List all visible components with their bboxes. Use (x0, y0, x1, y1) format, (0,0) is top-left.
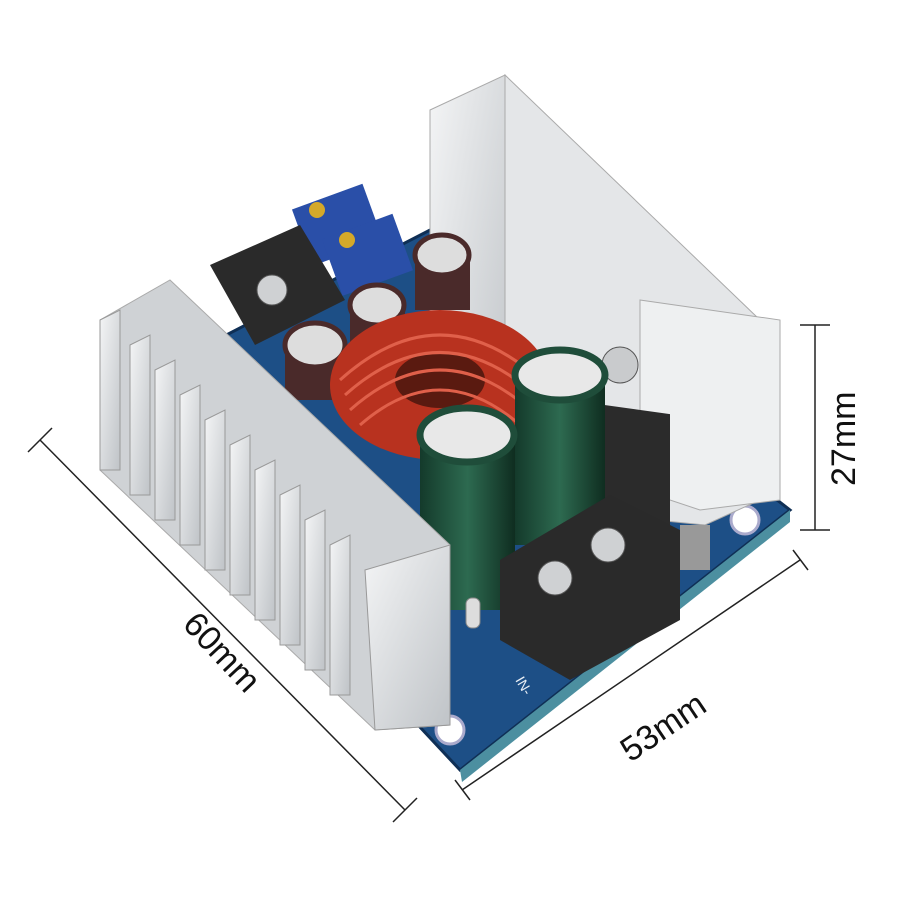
width-dimension-line (461, 559, 801, 791)
potentiometer-screw (309, 202, 325, 218)
length-label: 60mm (176, 605, 268, 700)
left-heatsink (99, 279, 451, 731)
height-label: 27mm (825, 392, 863, 486)
led (465, 597, 481, 629)
terminal-screw (256, 274, 288, 306)
switch (680, 525, 710, 570)
terminal-screw (590, 527, 626, 563)
small-capacitor (412, 232, 472, 310)
potentiometer-screw (339, 232, 355, 248)
dimension-lines (27, 324, 830, 823)
terminal-block-front (500, 495, 680, 680)
length-dimension-line (39, 439, 406, 811)
terminal-screw (537, 560, 573, 596)
width-label: 53mm (614, 685, 714, 769)
